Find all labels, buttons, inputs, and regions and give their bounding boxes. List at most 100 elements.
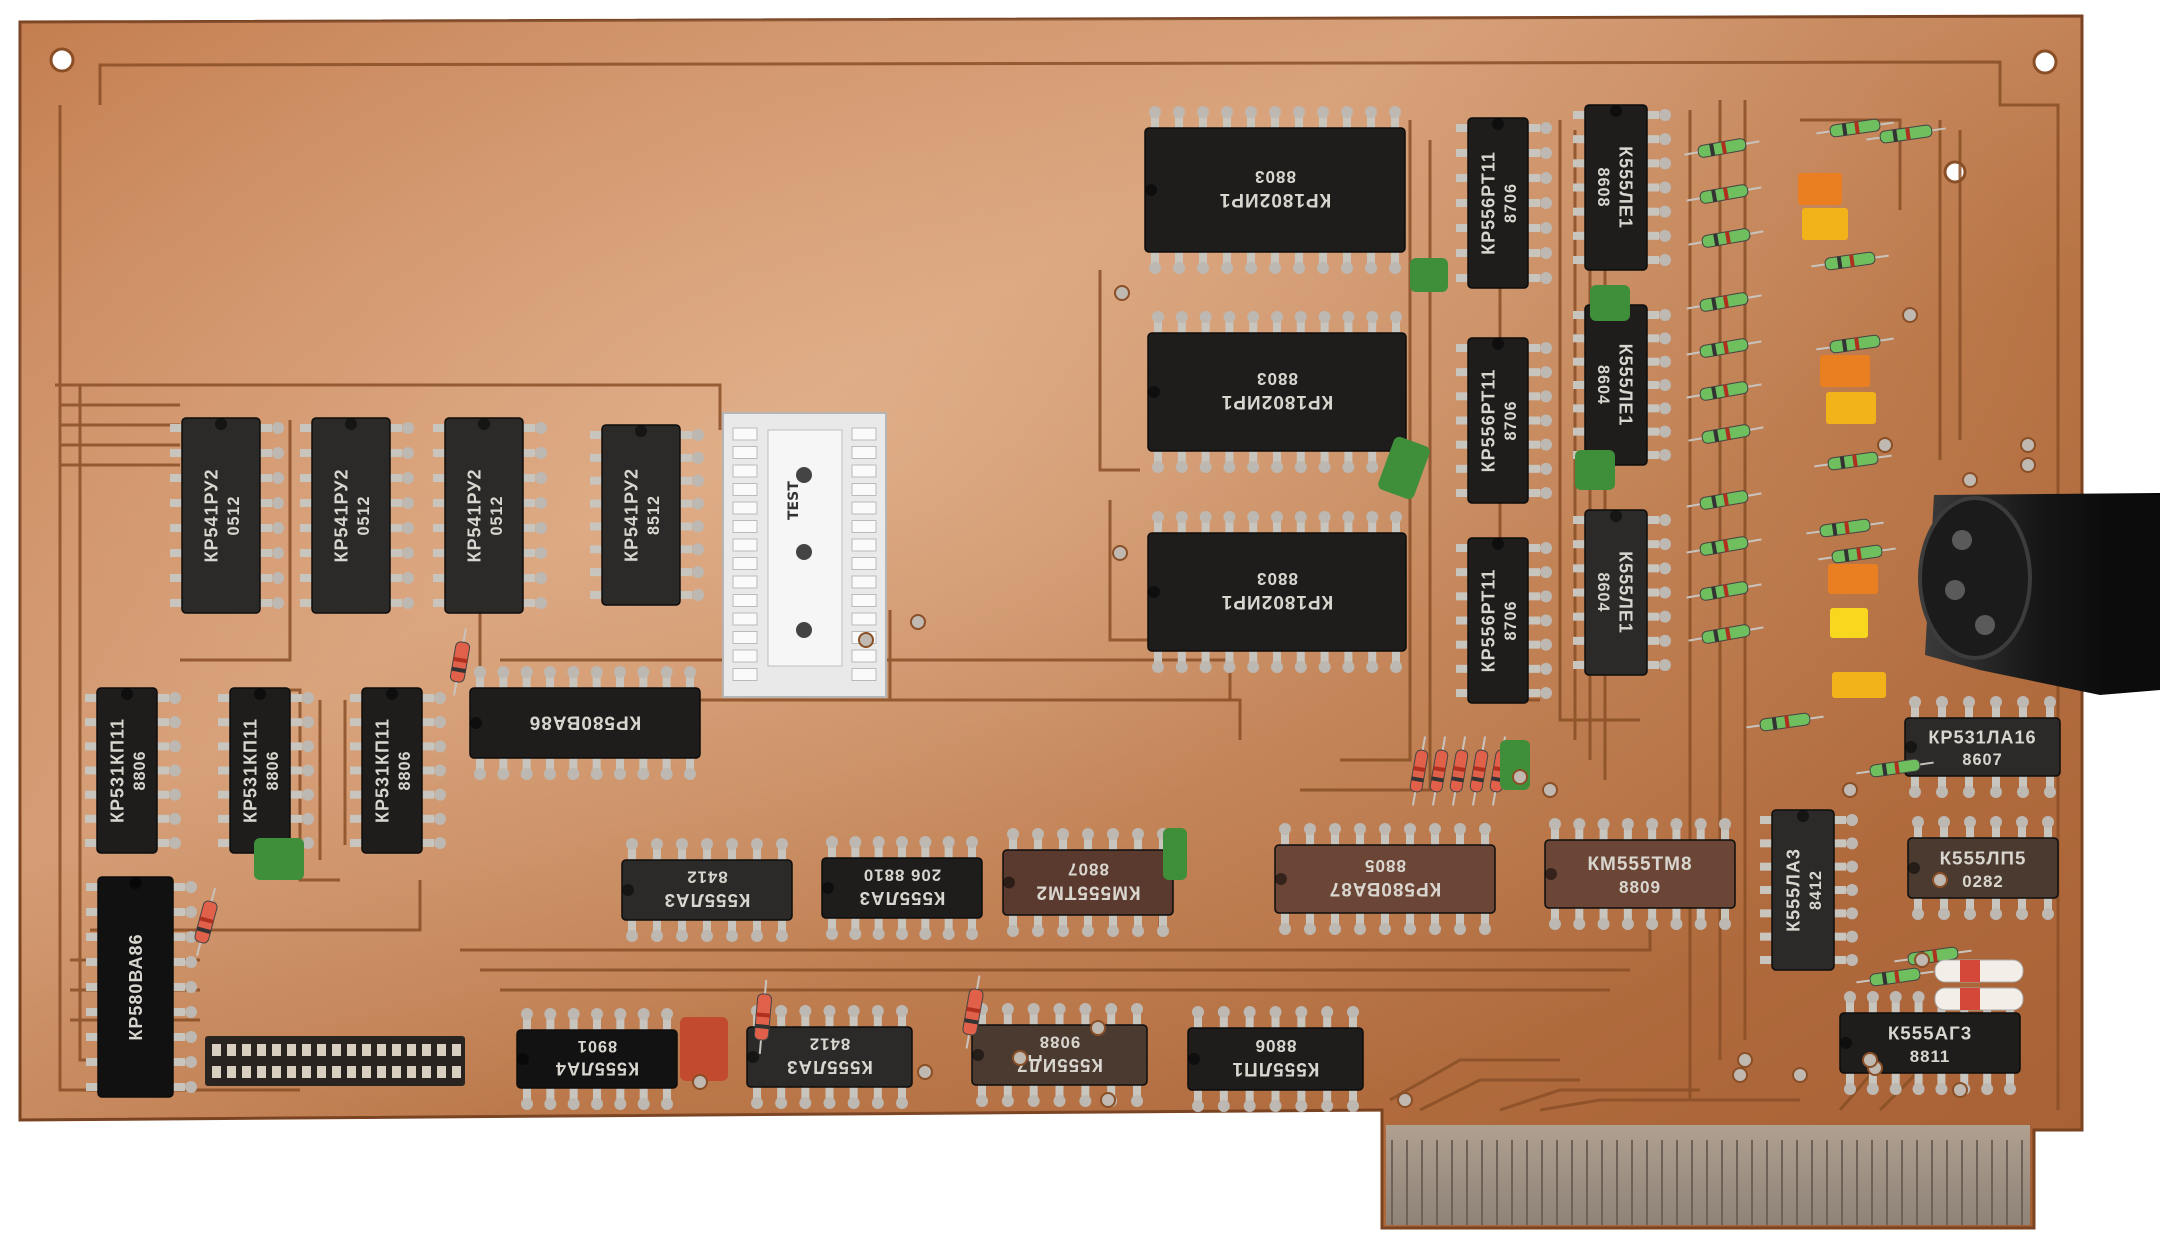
chip-marking: КР1802ИР1 <box>1221 591 1333 612</box>
resistor <box>1816 334 1894 354</box>
chip-date-code: 8806 <box>131 750 149 790</box>
resistor <box>753 980 773 1054</box>
chip-marking: КР531КП11 <box>107 718 127 823</box>
chip-date-code: 8706 <box>1502 600 1520 640</box>
resistor <box>1686 536 1762 556</box>
chip-marking: КМ555ТМ8 <box>1587 854 1692 875</box>
resistor <box>1686 184 1762 204</box>
chip-marking: К555ЛА3 <box>859 888 946 909</box>
chip-date-code: 8805 <box>1364 856 1406 875</box>
resistors <box>194 118 1972 1054</box>
chip-date-code: 8604 <box>1594 365 1612 405</box>
chip-marking: КМ555ТМ2 <box>1035 881 1140 902</box>
chip-marking: КР580ВА86 <box>126 933 146 1040</box>
capacitor-yellow <box>1832 672 1886 698</box>
capacitor-green <box>1590 285 1630 321</box>
chip-marking: К555ИД7 <box>1016 1055 1103 1076</box>
chip-date-code: 8811 <box>1910 1047 1951 1066</box>
capacitor-orange <box>1828 564 1878 594</box>
chip-date-code: 8806 <box>396 750 414 790</box>
ic-u14: КМ555ТМ8 8809 <box>1544 818 1736 930</box>
capacitor-yellow <box>1802 208 1848 240</box>
resistor <box>1409 736 1429 806</box>
chip-marking: КР556РТ11 <box>1478 369 1498 473</box>
chip-marking: К555АГ3 <box>1888 1022 1972 1043</box>
chip-marking: КР531КП11 <box>240 718 260 823</box>
chip-date-code: 8706 <box>1502 183 1520 223</box>
chip-date-code: 8512 <box>645 495 663 535</box>
chip-marking: К555ЛЕ1 <box>1616 344 1636 427</box>
chip-date-code: 8901 <box>577 1037 617 1055</box>
ic-u21: КР1802ИР1 8803 <box>1147 511 1407 673</box>
chip-marking: КР531КП11 <box>372 718 392 823</box>
chip-date-code: 8412 <box>686 867 728 886</box>
resistor <box>1684 138 1760 158</box>
resistor <box>1746 712 1824 732</box>
ic-u12: КМ555ТМ2 8807 <box>1002 828 1174 937</box>
resistor <box>1449 736 1469 806</box>
capacitor-yellow <box>1830 608 1868 638</box>
resistor <box>1429 736 1449 806</box>
chip-marking: К555ЛЕ1 <box>1616 146 1636 229</box>
resistor <box>1818 544 1896 564</box>
chip-date-code: 8608 <box>1594 167 1612 207</box>
chip-date-code: 8806 <box>264 750 282 790</box>
resistor <box>1686 581 1762 601</box>
chip-marking: К555ЛП5 <box>1940 847 2027 868</box>
resistor <box>1856 967 1934 987</box>
chip-date-code: 8803 <box>1256 569 1298 588</box>
chip-date-code: 8809 <box>1619 878 1661 897</box>
pcb-board <box>18 14 2084 1230</box>
glass-fuses <box>1934 959 2024 1011</box>
chip-marking: КР541РУ2 <box>201 468 221 562</box>
chip-marking: К555ЛА3 <box>786 1057 873 1078</box>
capacitor-orange <box>1820 355 1870 387</box>
resistor <box>1686 490 1762 510</box>
resistor <box>1469 736 1489 806</box>
resistor <box>1686 292 1762 312</box>
chip-date-code: 8803 <box>1254 167 1296 186</box>
resistor <box>1688 424 1764 444</box>
resistor <box>962 975 984 1049</box>
resistor <box>1814 451 1892 471</box>
capacitor-green <box>254 838 304 880</box>
resistor <box>194 887 218 957</box>
chip-marking: КР541РУ2 <box>621 468 641 562</box>
resistor <box>1811 251 1889 271</box>
capacitor-green <box>1575 450 1615 490</box>
chip-date-code: 8604 <box>1594 572 1612 612</box>
ic-u9: КР580ВА86 <box>86 876 197 1098</box>
chip-date-code: 8807 <box>1067 860 1109 879</box>
pin-header <box>205 1036 465 1086</box>
test-socket: TEST <box>722 412 887 698</box>
chip-marking: КР556РТ11 <box>1478 151 1498 255</box>
edge-connector <box>1386 1125 2030 1225</box>
chip-marking: КР531ЛА16 <box>1928 727 2036 747</box>
resistor <box>1688 228 1764 248</box>
chip-marking: КР541РУ2 <box>464 468 484 562</box>
resistor <box>1856 758 1934 778</box>
chip-marking: КР541РУ2 <box>331 468 351 562</box>
chip-date-code: 8806 <box>1254 1036 1296 1055</box>
chip-date-code: 0512 <box>355 495 373 535</box>
